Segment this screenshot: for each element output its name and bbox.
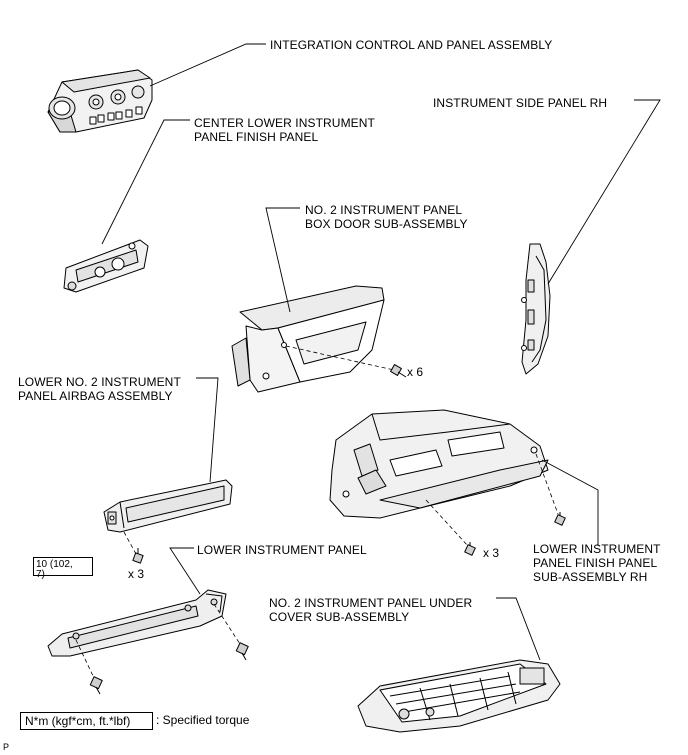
leader-lines	[101, 43, 661, 661]
center-lower-finish-panel-part	[63, 239, 149, 293]
airbag-assembly-part	[103, 479, 233, 533]
box-door-screw-icon	[390, 364, 407, 378]
label-under-cover-line2: COVER SUB-ASSEMBLY	[269, 610, 410, 624]
instrument-side-panel-rh-part	[521, 243, 551, 375]
qty-box-door-screws: x 6	[407, 365, 424, 379]
label-finish-rh-line3: SUB-ASSEMBLY RH	[533, 570, 648, 584]
label-center-lower-line1: CENTER LOWER INSTRUMENT	[194, 116, 375, 130]
dashed-install-lines	[75, 345, 559, 679]
lower-panel-bolt-right-icon	[235, 642, 249, 661]
label-box-door-line1: NO. 2 INSTRUMENT PANEL	[305, 203, 463, 217]
label-center-lower-line2: PANEL FINISH PANEL	[194, 130, 319, 144]
label-lower-panel: LOWER INSTRUMENT PANEL	[197, 543, 367, 557]
label-box-door-line2: BOX DOOR SUB-ASSEMBLY	[305, 217, 468, 231]
bolt-icons	[89, 364, 566, 695]
legend-description: : Specified torque	[156, 713, 250, 727]
label-side-panel-rh: INSTRUMENT SIDE PANEL RH	[433, 96, 608, 110]
legend-torque-units: N*m (kgf*cm, ft.*lbf)	[20, 712, 153, 730]
torque-spec-box: 10 (102, 7)	[33, 557, 93, 580]
qty-finish-panel-screws: x 3	[483, 546, 500, 560]
label-integration-control: INTEGRATION CONTROL AND PANEL ASSEMBLY	[270, 38, 553, 52]
label-finish-rh-line1: LOWER INSTRUMENT	[533, 542, 661, 556]
integration-control-panel-part	[47, 69, 153, 133]
lower-finish-panel-rh-part	[329, 409, 549, 519]
corner-mark: P	[3, 742, 10, 752]
label-airbag-line2: PANEL AIRBAG ASSEMBLY	[18, 389, 173, 403]
lower-panel-bolt-left-icon	[89, 676, 103, 695]
finish-panel-screw-left-icon	[464, 542, 476, 556]
qty-airbag-bolts: x 3	[128, 567, 145, 581]
label-finish-rh-line2: PANEL FINISH PANEL	[533, 556, 658, 570]
lower-instrument-panel-part	[47, 589, 227, 657]
label-airbag-line1: LOWER NO. 2 INSTRUMENT	[18, 375, 181, 389]
airbag-bolt-icon	[132, 548, 144, 564]
under-cover-part	[357, 659, 561, 733]
box-door-part	[231, 285, 385, 393]
label-under-cover-line1: NO. 2 INSTRUMENT PANEL UNDER	[269, 596, 473, 610]
finish-panel-screw-right-icon	[554, 512, 566, 526]
